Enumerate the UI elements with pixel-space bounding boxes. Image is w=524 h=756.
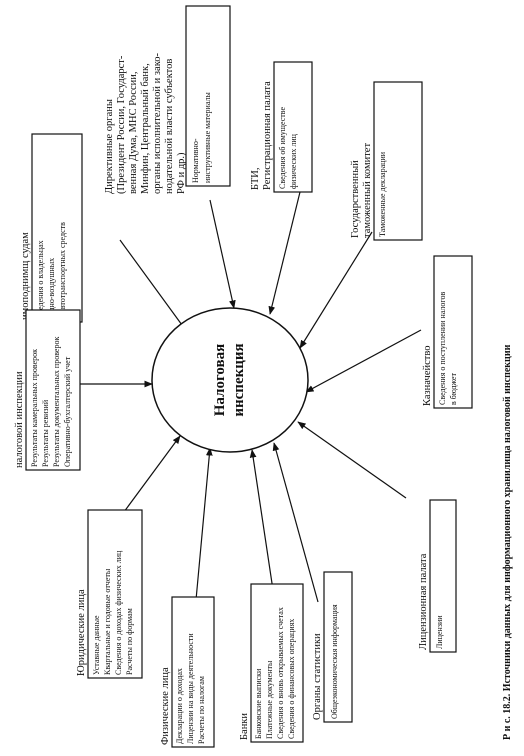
source-bti-label-1: Регистрационная палата (262, 81, 273, 190)
source-bti-label-0: БТИ, (250, 167, 261, 190)
connector-fiz (195, 447, 213, 601)
source-kazna-item-1: в бюджет (449, 373, 458, 405)
connector-bti (268, 191, 301, 315)
source-banki-item-3: Сведения о финансовых операциях (287, 619, 296, 739)
source-banki-box (250, 583, 304, 743)
source-tamozh-item-0: Таможенные декларации (378, 151, 387, 237)
connector-direkt (209, 199, 236, 309)
source-banki-item-0: Банковские выписки (254, 668, 263, 739)
source-direkt-label-4: органы исполнительной и зако- (152, 52, 163, 194)
source-nalorg-item-0: Результаты камеральных проверок (30, 349, 39, 467)
source-yur-box (87, 509, 143, 679)
source-sudy-item-2: и автотранспортных средств (58, 222, 67, 319)
source-sudy-item-1: водно-воздушных (47, 258, 56, 319)
source-direkt-label-0: Директивные органы (104, 99, 115, 194)
source-sudy-label-0: имоподнимщ судам (20, 232, 31, 320)
source-yur-item-2: Сведения о доходах физических лиц (114, 550, 123, 675)
center-ellipse (151, 307, 309, 453)
source-stat-item-0: Общеэкономическая информация (330, 604, 339, 719)
source-tamozh-box (373, 81, 423, 241)
source-licpal-item-0: Лицензии (435, 615, 444, 649)
source-yur-item-3: Расчеты по формам (125, 608, 134, 675)
source-bti-box (273, 61, 313, 193)
source-fiz-item-2: Расчеты по налогам (197, 676, 206, 744)
source-bti: БТИ, Регистрационная палата Сведения об … (250, 61, 313, 193)
connector-kazna (305, 329, 422, 393)
source-banki-item-1: Платежные документы (265, 660, 274, 739)
source-stat: Органы статистики Общеэкономическая инфо… (312, 571, 353, 723)
connector-licpal (297, 421, 407, 499)
connector-yur (117, 435, 181, 521)
source-kazna-box (433, 255, 473, 409)
source-direkt-label-2: венная Дума, МНС России, (128, 72, 139, 195)
source-fiz-item-0: Декларации о доходах (175, 668, 184, 744)
source-kazna: Казначейство Сведения о поступлении нало… (422, 255, 473, 409)
connectors (80, 191, 422, 611)
center-label-line2: инспекция (231, 343, 247, 416)
source-licpal-label-0: Лицензионная палата (418, 553, 429, 650)
source-kazna-label-0: Казначейство (422, 346, 433, 406)
source-nalorg: налоговой инспекции Результаты камеральн… (14, 309, 81, 471)
source-fiz-box (171, 596, 215, 748)
source-direkt-box (185, 5, 231, 187)
source-direkt: Директивные органы (Президент России, Го… (104, 5, 231, 195)
connector-stat (272, 442, 319, 603)
caption-text: Р и с. 18.2. Источники данных для информ… (502, 344, 513, 740)
source-nalorg-item-3: Оперативно-бухгалтерский учет (63, 356, 72, 467)
connector-sudy (119, 239, 191, 337)
source-licpal-box (429, 499, 457, 653)
connector-banki (249, 449, 277, 611)
source-sudy-item-0: Сведения о владельцах (36, 240, 45, 319)
figure-caption: Р и с. 18.2. Источники данных для информ… (502, 344, 513, 740)
source-nalorg-item-2: Результаты документальных проверок (52, 337, 61, 467)
source-banki-label-0: Банки (239, 713, 250, 740)
source-stat-box (323, 571, 353, 723)
source-fiz: Физические лица Декларации о доходах Лиц… (160, 596, 215, 748)
source-nalorg-item-1: Результаты ревизий (41, 399, 50, 467)
source-direkt-item-1: инструктивные материалы (203, 92, 212, 183)
source-sudy: имоподнимщ судам Сведения о владельцах в… (20, 133, 83, 323)
center-label-line1: Налоговая (212, 344, 228, 417)
source-yur-item-1: Квартальные и годовые отчеты (103, 568, 112, 675)
source-licpal: Лицензионная палата Лицензии (418, 499, 457, 653)
source-kazna-item-0: Сведения о поступлении налогов (438, 292, 447, 405)
source-tamozh-label-1: таможенный комитет (362, 143, 373, 238)
source-tamozh: Государственный таможенный комитет Тамож… (350, 81, 423, 241)
source-direkt-label-1: (Президент России, Государст- (116, 55, 127, 194)
source-direkt-label-5: нодательной власти субъектов (164, 59, 175, 194)
center-node: Налоговая инспекция (151, 307, 309, 453)
source-direkt-label-3: Минфин, Центральный банк, (140, 63, 151, 194)
source-fiz-label-0: Физические лица (160, 667, 171, 745)
source-yur-item-0: Уставные данные (92, 615, 101, 675)
source-banki: Банки Банковские выписки Платежные докум… (239, 583, 304, 743)
source-fiz-item-1: Лицензии на виды деятельности (186, 633, 195, 744)
source-bti-item-1: физических лиц (289, 133, 298, 189)
connector-tamozh (299, 231, 373, 349)
source-yur-label-0: Юридические лица (76, 589, 87, 676)
source-stat-label-0: Органы статистики (312, 633, 323, 720)
source-banki-item-2: Сведения о вновь открываемых счетах (276, 607, 285, 739)
source-direkt-label-6: РФ и др.) (176, 152, 187, 194)
source-nalorg-label-0: налоговой инспекции (14, 371, 25, 468)
source-nalorg-box (25, 309, 81, 471)
source-tamozh-label-0: Государственный (350, 160, 361, 238)
source-bti-item-0: Сведения об имуществе (278, 107, 287, 189)
source-yur: Юридические лица Уставные данные Квартал… (76, 509, 143, 679)
source-direkt-item-0: Нормативно- (191, 138, 200, 183)
